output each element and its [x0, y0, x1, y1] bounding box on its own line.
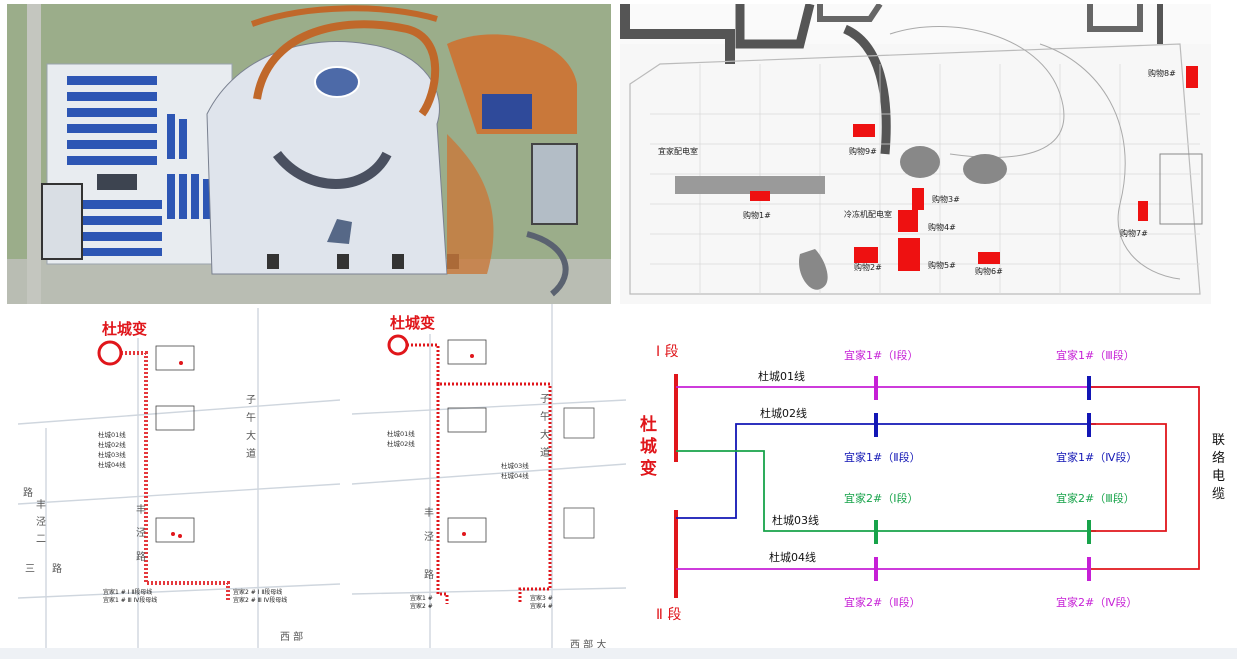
tie-cable-char-4: 缆: [1212, 486, 1225, 502]
label-shop5: 购物5#: [928, 260, 956, 270]
label-shop2: 购物2#: [854, 262, 882, 272]
busbar-label: 宜家2 #: [410, 602, 433, 610]
road-char: 道: [540, 446, 550, 459]
label-shop1: 购物1#: [743, 210, 771, 220]
road-char: 午: [540, 410, 550, 423]
tie-cable: [1091, 386, 1200, 570]
road-char: 道: [246, 447, 256, 460]
floor-plan: 宜家配电室 购物1# 购物2# 购物3# 购物4# 购物5# 购物6# 购物7#…: [620, 4, 1211, 304]
node-ikea1-section4: 宜家1#（Ⅳ段）: [1056, 450, 1137, 464]
tie-cable-char-1: 联: [1212, 433, 1225, 448]
section-bottom-label: Ⅱ 段: [656, 607, 681, 623]
section-detail-a: [155, 345, 195, 543]
road-char: 泾: [136, 526, 146, 539]
bottom-strip: [0, 648, 1237, 659]
label-chiller-room: 冷冻机配电室: [844, 209, 892, 219]
label-shop4: 购物4#: [928, 222, 956, 232]
road-char: 路: [52, 562, 62, 575]
busbar-label: 宜家1 # Ⅲ Ⅳ段母线: [103, 596, 157, 604]
line-02-label: 杜城02线: [760, 406, 807, 420]
site-plan-render: [7, 4, 611, 304]
cable-route-map-a: 杜城变 杜城01线 杜城02线 杜城03线 杜城04线 子 午 大 道 丰 泾 …: [18, 308, 340, 650]
node-ikea1-section2: 宜家1#（Ⅱ段）: [844, 450, 921, 464]
tie-cable-char-2: 络: [1212, 450, 1225, 466]
route-b-cable-1: 杜城01线: [387, 429, 415, 438]
node-ikea2-section4: 宜家2#（Ⅳ段）: [1056, 595, 1137, 609]
road-char: 路: [23, 486, 33, 499]
section-detail-b: [447, 339, 595, 543]
busbar-label: 宜家3 #: [530, 594, 553, 602]
route-a-cable-3: 杜城03线: [98, 450, 126, 459]
road-char: 路: [424, 568, 434, 581]
node-ikea1-section1: 宜家1#（Ⅰ段）: [844, 348, 918, 362]
line-03-label: 杜城03线: [772, 513, 819, 527]
substation-char-3: 变: [640, 458, 657, 479]
road-char: 泾: [424, 530, 434, 543]
road-char: 丰: [424, 506, 434, 519]
route-a-cable-2: 杜城02线: [98, 440, 126, 449]
label-shop8: 购物8#: [1148, 68, 1176, 78]
substation-label-vertical: 杜 城 变: [640, 414, 657, 479]
substation-label-a: 杜城变: [102, 320, 147, 338]
node-ikea2-section2: 宜家2#（Ⅱ段）: [844, 595, 921, 609]
road-char: 泾: [36, 515, 46, 528]
road-char: 三: [25, 564, 35, 575]
route-a-cable-4: 杜城04线: [98, 460, 126, 469]
road-char: 大: [246, 429, 256, 442]
road-char: 丰: [36, 498, 46, 511]
route-a-cable-1: 杜城01线: [98, 430, 126, 439]
label-shop9: 购物9#: [849, 146, 877, 156]
label-shop7: 购物7#: [1120, 228, 1148, 238]
road-char: 丰: [136, 503, 146, 516]
busbar-label: 宜家4 #: [530, 602, 553, 610]
substation-label-b: 杜城变: [390, 314, 435, 332]
node-ikea2-section1: 宜家2#（Ⅰ段）: [844, 491, 918, 505]
road-char: 午: [246, 411, 256, 424]
road-char: 子: [246, 394, 256, 406]
substation-char-2: 城: [640, 437, 657, 457]
cable-route-map-b: 杜城变 杜城01线 杜城02线 杜城03线 杜城04线 子 午 大 道 丰 泾 …: [352, 304, 626, 650]
road-char: 子: [540, 393, 550, 405]
busbar-label: 宜家2 # Ⅲ Ⅳ段母线: [233, 596, 287, 604]
busbar-label: 宜家2 # Ⅰ Ⅱ段母线: [233, 588, 282, 596]
road-char: 大: [540, 428, 550, 441]
route-b-cable-3: 杜城03线: [501, 461, 529, 470]
road-name-bottom: 西 部 大: [570, 638, 606, 650]
road-name-bottom: 西 部: [280, 630, 303, 643]
route-b-cable-2: 杜城02线: [387, 439, 415, 448]
tie-cable-char-3: 电: [1212, 469, 1225, 484]
node-ikea1-section3: 宜家1#（Ⅲ段）: [1056, 348, 1135, 362]
label-ikea-power-room: 宜家配电室: [658, 146, 698, 156]
label-shop3: 购物3#: [932, 194, 960, 204]
line-01-label: 杜城01线: [758, 369, 805, 383]
label-shop6: 购物6#: [975, 266, 1003, 276]
tie-cable-label: 联 络 电 缆: [1212, 433, 1225, 502]
line-04-label: 杜城04线: [769, 550, 816, 564]
road-char: 路: [136, 550, 146, 563]
line-03: [676, 450, 1096, 532]
section-top-label: Ⅰ 段: [656, 344, 679, 360]
road-char: 二: [36, 534, 46, 545]
node-ikea2-section3: 宜家2#（Ⅲ段）: [1056, 491, 1135, 505]
wiring-diagram: Ⅰ 段 Ⅱ 段 杜 城 变 杜城01线 杜城02线 杜城03线 杜城04线 联 …: [626, 304, 1237, 648]
busbar-label: 宜家1 #: [410, 594, 433, 602]
route-b-cable-4: 杜城04线: [501, 471, 529, 480]
line-02: [676, 423, 1096, 519]
busbar-label: 宜家1 # Ⅰ Ⅱ段母线: [103, 588, 152, 596]
substation-char-1: 杜: [640, 414, 657, 435]
